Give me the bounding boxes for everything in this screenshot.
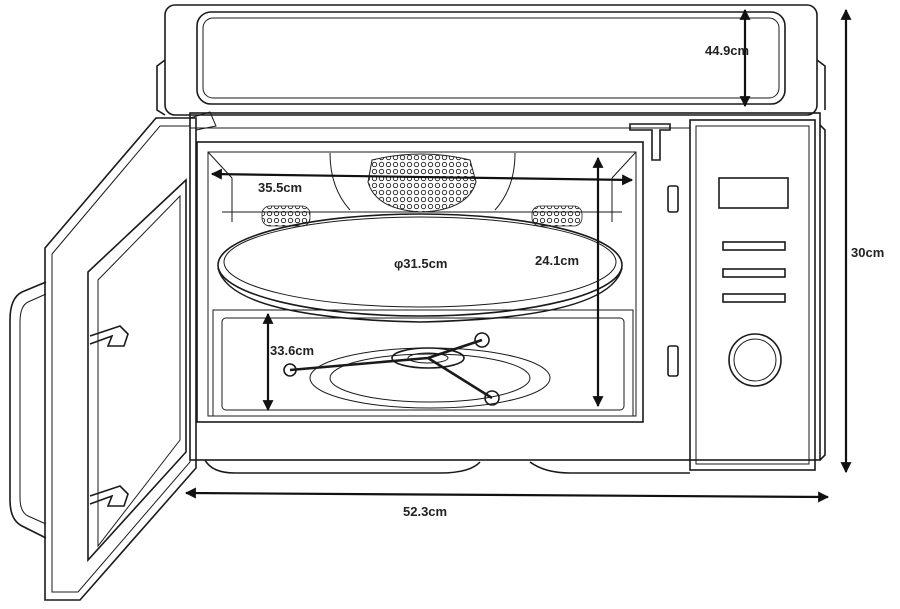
top-casing: [156, 4, 826, 116]
control-panel: [689, 119, 816, 471]
label-cavity-depth: 33.6cm: [270, 343, 314, 358]
label-cavity-height: 24.1cm: [535, 253, 579, 268]
vent-grille-right: [531, 205, 583, 227]
microwave-body: [189, 112, 826, 474]
control-knob[interactable]: [728, 333, 782, 387]
control-button-1[interactable]: [722, 241, 786, 251]
microwave-door: [44, 111, 217, 601]
lower-cavity: [212, 309, 634, 417]
dimension-arrow-cavity-width: [210, 168, 634, 186]
control-button-2[interactable]: [722, 268, 786, 278]
vent-grille-left: [261, 205, 311, 227]
label-top-depth: 44.9cm: [705, 43, 749, 58]
door-handle[interactable]: [9, 281, 47, 539]
control-button-3[interactable]: [722, 293, 786, 303]
display-screen: [718, 177, 789, 209]
label-overall-width: 52.3cm: [403, 504, 447, 519]
door-latch-slots: [629, 123, 679, 377]
label-height: 30cm: [851, 245, 884, 260]
dimension-arrow-overall-width: [184, 487, 830, 503]
label-turntable-diameter: φ31.5cm: [394, 256, 447, 271]
label-cavity-width: 35.5cm: [258, 180, 302, 195]
vent-grille-top: [367, 153, 477, 213]
roller-ring: [283, 332, 551, 409]
